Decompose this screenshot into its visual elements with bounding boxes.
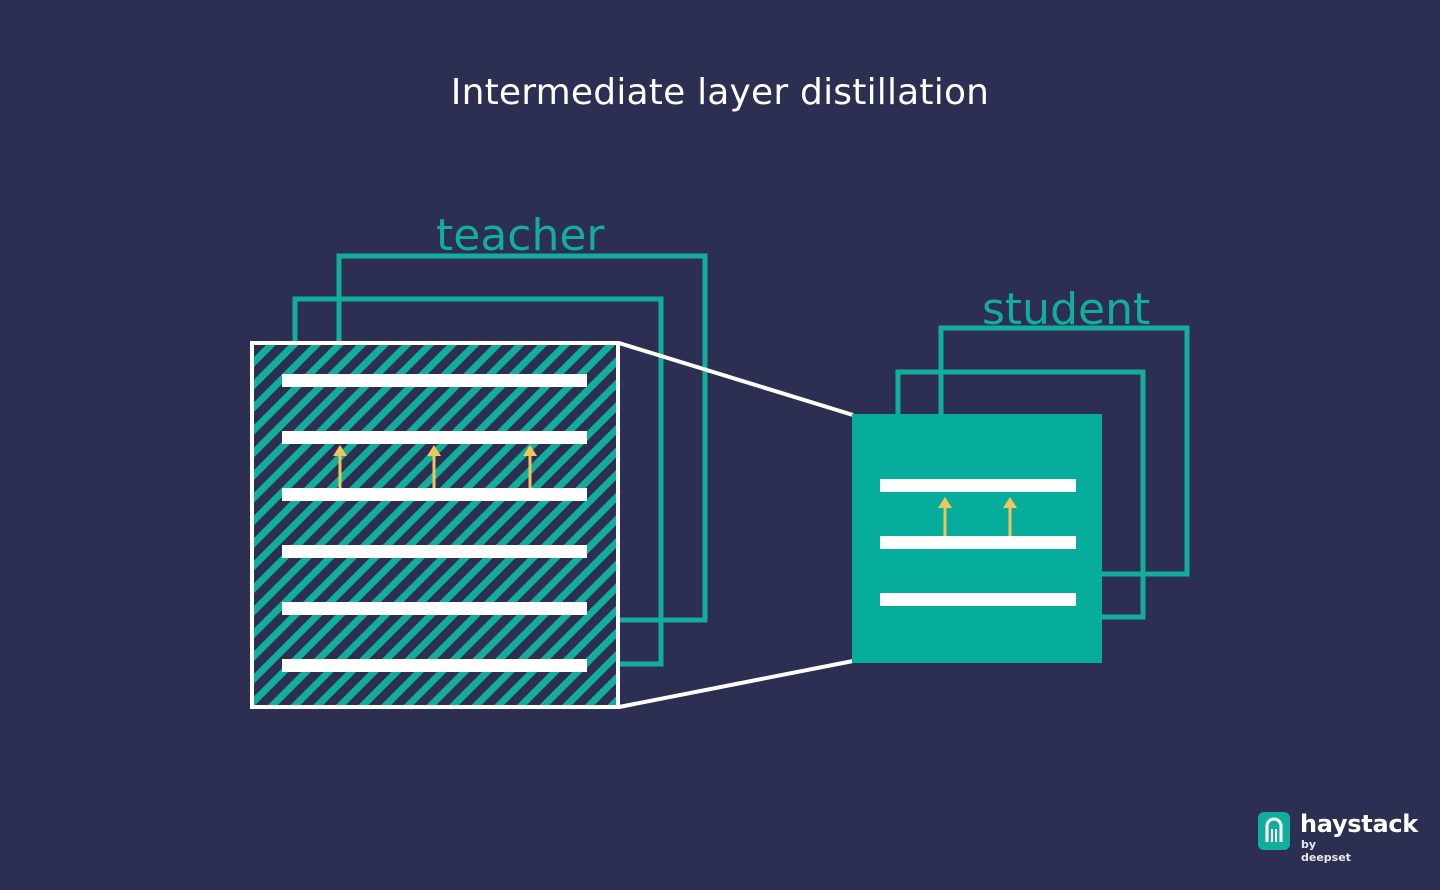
student-label: student: [982, 284, 1151, 335]
up-arrow-icon: [427, 445, 441, 488]
up-arrow-icon: [1003, 497, 1017, 536]
student-layer-bar: [880, 593, 1076, 606]
teacher-layer-bar: [282, 488, 587, 501]
teacher-layer-bar: [282, 374, 587, 387]
up-arrow-icon: [523, 445, 537, 488]
teacher-layer-bar: [282, 545, 587, 558]
up-arrow-icon: [333, 445, 347, 488]
student-layer-bar: [880, 536, 1076, 549]
teacher-front-panel: [250, 341, 620, 709]
brand-name: haystack: [1300, 810, 1418, 838]
connector-bottom-line: [618, 659, 854, 709]
teacher-layer-bar: [282, 602, 587, 615]
haystack-logo-icon: [1258, 812, 1290, 850]
connector-top-line: [618, 341, 854, 417]
student-layer-bar: [880, 479, 1076, 492]
teacher-layer-bar: [282, 431, 587, 444]
diagram-title: Intermediate layer distillation: [450, 72, 990, 113]
teacher-layer-bar: [282, 659, 587, 672]
brand-subtitle: by deepset: [1301, 838, 1351, 864]
up-arrow-icon: [938, 497, 952, 536]
teacher-label: teacher: [436, 210, 605, 261]
